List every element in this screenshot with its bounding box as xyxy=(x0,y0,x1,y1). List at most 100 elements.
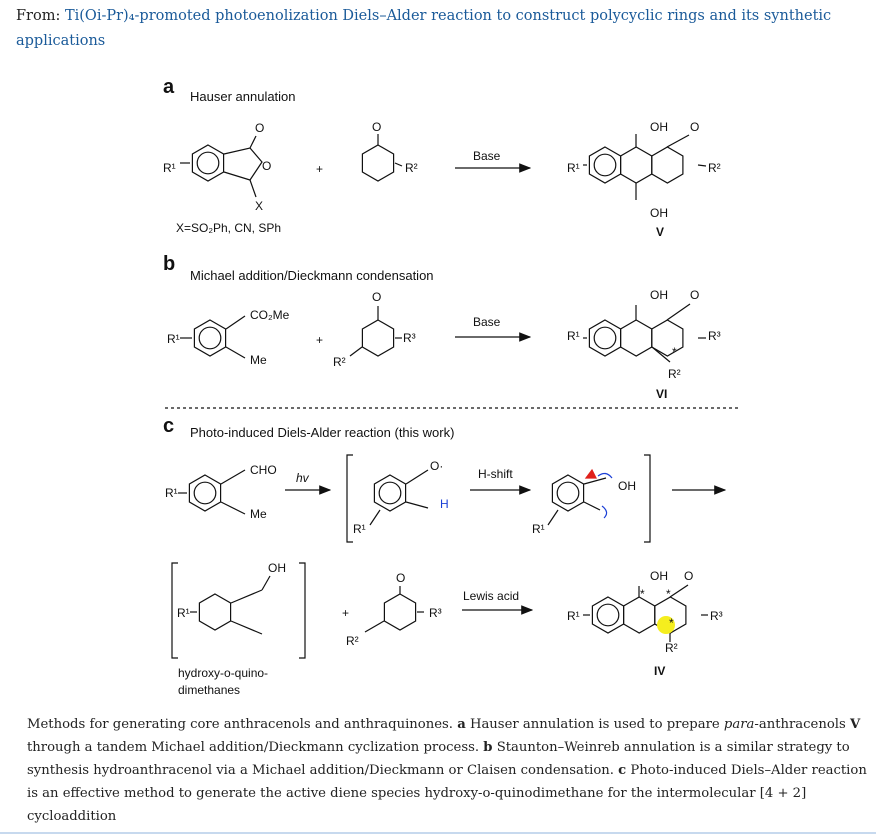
lactone-ring xyxy=(223,147,263,181)
r3-label: R³ xyxy=(708,329,721,343)
bond xyxy=(405,501,429,509)
ring xyxy=(383,593,417,631)
ring xyxy=(551,474,585,512)
aromatic-circle xyxy=(193,481,217,505)
from-label: From: xyxy=(16,8,61,24)
panel-c-letter: c xyxy=(163,415,174,437)
bond xyxy=(666,134,690,148)
ring xyxy=(651,146,684,184)
bond xyxy=(394,162,403,167)
o-label: O xyxy=(690,288,699,302)
figure-caption: Methods for generating core anthracenols… xyxy=(27,713,872,828)
r3-label: R³ xyxy=(710,609,723,623)
caption-panel-c: c xyxy=(618,763,627,778)
article-title-link[interactable]: Ti(Oi-Pr)₄-promoted photoenolization Die… xyxy=(16,8,832,49)
bond xyxy=(697,164,707,167)
bracket-right xyxy=(644,454,651,543)
plus-sign: + xyxy=(316,333,323,347)
r1-label: R¹ xyxy=(567,609,580,623)
caption-panel-a: a xyxy=(457,717,466,732)
plus-sign: + xyxy=(342,606,349,620)
bond xyxy=(249,179,257,198)
blue-curved-arrow xyxy=(601,505,608,519)
r1-label: R¹ xyxy=(163,161,176,175)
o-label: O xyxy=(372,120,381,134)
panel-b-title: Michael addition/Dieckmann condensation xyxy=(190,268,434,283)
ring xyxy=(191,144,225,182)
o-label: O xyxy=(372,290,381,304)
oh-label: OH xyxy=(650,569,668,583)
co2me-label: CO₂Me xyxy=(250,308,290,322)
figure-source: From: Ti(Oi-Pr)₄-promoted photoenolizati… xyxy=(16,4,866,54)
aromatic-circle xyxy=(593,326,617,350)
red-arrow-head xyxy=(584,468,597,479)
reagent-base: Base xyxy=(473,315,501,329)
aromatic-circle xyxy=(378,481,402,505)
bond xyxy=(583,501,601,511)
ring xyxy=(361,144,395,182)
caption-text: through a tandem Michael addition/Dieckm… xyxy=(27,740,484,755)
oh-label: OH xyxy=(650,120,668,134)
panel-b-letter: b xyxy=(163,253,175,275)
ring xyxy=(619,146,653,184)
bond xyxy=(230,589,263,604)
bond xyxy=(220,501,246,515)
bond xyxy=(230,620,263,635)
o-label: O xyxy=(396,571,405,585)
r1-label: R¹ xyxy=(167,332,180,346)
reaction-scheme-figure: a Hauser annulation R¹ O O X X=SO₂Ph, CN… xyxy=(163,76,738,697)
stereo-star: * xyxy=(666,587,671,601)
bond xyxy=(651,346,671,363)
r2-label: R² xyxy=(708,161,721,175)
hv-label: hv xyxy=(296,471,310,485)
product-label-v: V xyxy=(656,225,664,239)
bond xyxy=(220,469,246,485)
o-label: O xyxy=(684,569,693,583)
me-label: Me xyxy=(250,353,267,367)
r1-label: R¹ xyxy=(353,522,366,536)
aromatic-circle xyxy=(593,153,617,177)
diene-name-line2: dimethanes xyxy=(178,683,240,697)
bond xyxy=(364,620,385,633)
caption-text: Hauser annulation is used to prepare xyxy=(465,717,724,732)
plus-sign: + xyxy=(316,162,323,176)
ring xyxy=(361,319,395,357)
r1-label: R¹ xyxy=(165,486,178,500)
h-shift-label: H-shift xyxy=(478,467,513,481)
oh-label: OH xyxy=(650,288,668,302)
aromatic-circle xyxy=(556,481,580,505)
r2-label: R² xyxy=(668,367,681,381)
stereo-star: * xyxy=(640,587,645,601)
aromatic-circle xyxy=(198,326,222,350)
aromatic-circle xyxy=(596,603,620,627)
stereo-star: * xyxy=(669,616,674,630)
bond xyxy=(261,575,271,591)
x-label: X xyxy=(255,199,263,213)
bracket-left xyxy=(171,562,178,659)
product-label-vi: VI xyxy=(656,387,667,401)
bond xyxy=(669,584,689,598)
oh-label: OH xyxy=(650,206,668,220)
r3-label: R³ xyxy=(403,331,416,345)
bond xyxy=(583,477,607,485)
aromatic-circle xyxy=(196,151,220,175)
caption-text: Methods for generating core anthracenols… xyxy=(27,717,458,732)
caption-panel-b: b xyxy=(483,740,493,755)
ring xyxy=(622,596,656,634)
bond xyxy=(666,303,691,321)
caption-compound-v: V xyxy=(849,717,861,732)
o-label: O xyxy=(690,120,699,134)
ring xyxy=(373,474,407,512)
highlight-stereocenter xyxy=(657,616,675,634)
oh-label: OH xyxy=(268,561,286,575)
ring xyxy=(193,319,227,357)
r1-label: R¹ xyxy=(532,522,545,536)
h-label: H xyxy=(440,497,449,511)
bracket-left xyxy=(346,454,353,543)
caption-text: Photo-induced Diels–Alder reaction is an… xyxy=(27,763,867,824)
ring xyxy=(188,474,222,512)
r1-label: R¹ xyxy=(567,329,580,343)
reagent-lewis-acid: Lewis acid xyxy=(463,589,519,603)
r2-label: R² xyxy=(333,355,346,369)
o-radical-label: O· xyxy=(430,459,443,473)
